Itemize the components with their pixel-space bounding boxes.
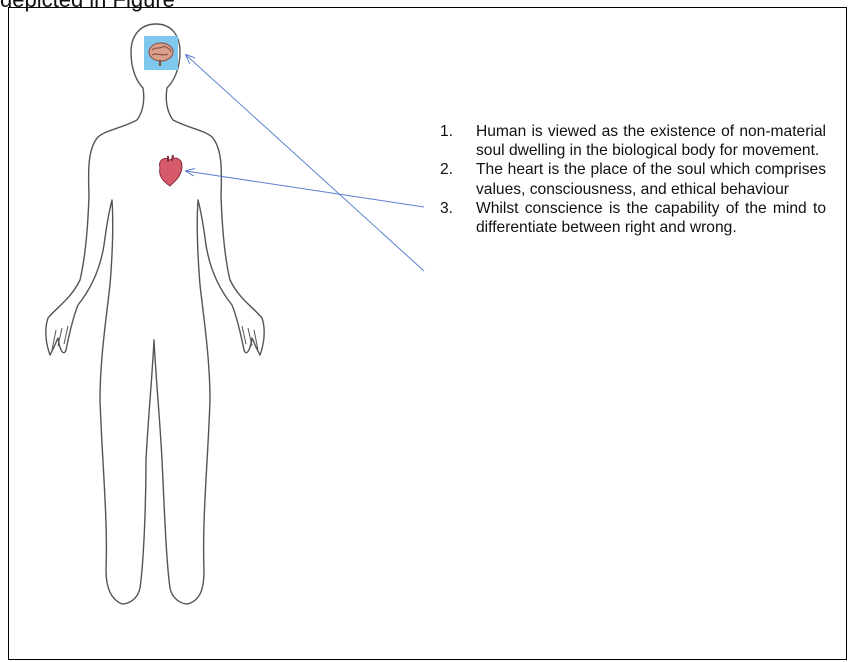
human-body-outline [46, 24, 264, 604]
note-item: 2. The heart is the place of the soul wh… [440, 160, 826, 198]
note-item: 1. Human is viewed as the existence of n… [440, 122, 826, 160]
note-number: 2. [440, 160, 453, 179]
note-number: 1. [440, 122, 453, 141]
note-number: 3. [440, 199, 453, 218]
note-item: 3. Whilst conscience is the capability o… [440, 199, 826, 237]
notes-list: 1. Human is viewed as the existence of n… [440, 122, 826, 237]
brain-icon [144, 36, 178, 70]
note-text: Human is viewed as the existence of non-… [476, 123, 826, 159]
arrow-to-brain [186, 55, 424, 271]
note-text: The heart is the place of the soul which… [476, 161, 826, 197]
heart-icon [160, 155, 182, 186]
note-text: Whilst conscience is the capability of t… [476, 200, 826, 236]
